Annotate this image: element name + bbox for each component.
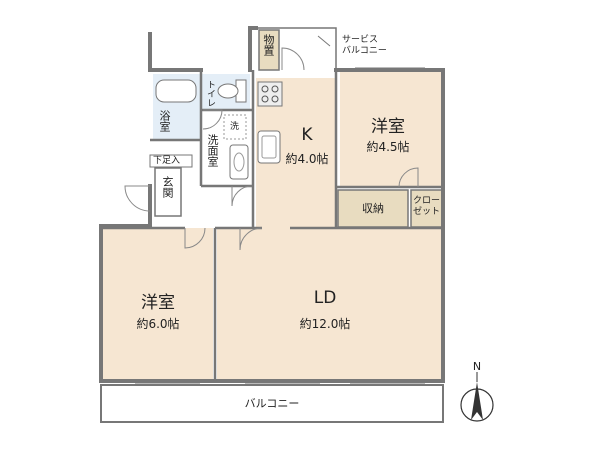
outer-wall-north-east [334,68,445,230]
door-service-balcony [281,47,305,71]
kitchen-size: 約4.0帖 [285,152,329,166]
western-room-b-floor [103,228,213,381]
sink-icon [257,130,281,164]
service-balcony-outline [256,27,337,70]
bathtub-icon [155,79,197,103]
outer-wall-north [248,26,258,72]
door-western-a [398,167,419,188]
shoe-box-label: 下足入 [153,156,181,166]
living-dining-size: 約12.0帖 [299,317,351,331]
toilet-bowl-icon [217,83,239,99]
door-washroom [231,185,253,207]
western-room-b-size: 約6.0帖 [136,317,180,331]
storage-label: 物置 [262,34,275,56]
washer-pan [223,114,247,140]
compass-label: N [472,360,482,373]
wash-basin-icon [229,144,249,180]
main-balcony-label: バルコニー [244,397,300,410]
closet-label: 収納 [362,202,384,215]
compass-icon [460,372,494,422]
main-balcony [100,384,444,423]
bath-label: 浴室 [158,110,171,132]
closet-small-label: クロー ゼット [413,196,441,217]
closet-floor [337,189,409,228]
washer-label: 洗 [230,122,240,132]
western-room-a-size: 約4.5帖 [366,140,410,154]
outer-wall-west-step [99,184,152,228]
living-dining-name: LD [313,288,337,308]
living-dining-floor [217,228,443,381]
stove-icon [257,81,283,107]
door-ld [239,227,263,251]
outer-wall-north-west [148,32,203,72]
door-western-b [184,227,206,249]
washroom-label: 洗面室 [206,134,219,167]
entrance-floor [154,167,182,217]
western-room-b-name: 洋室 [141,293,175,313]
door-toilet [202,109,223,130]
kitchen-name: K [301,125,313,145]
western-room-a-floor [340,72,443,187]
door-entrance [124,185,151,212]
toilet-label: トイレ [205,80,215,107]
shoe-box-floor [149,154,193,168]
entrance-label: 玄関 [161,176,174,198]
western-room-a-name: 洋室 [371,117,405,137]
service-balcony-label: サービス バルコニー [342,35,387,56]
storage-floor [258,29,280,71]
